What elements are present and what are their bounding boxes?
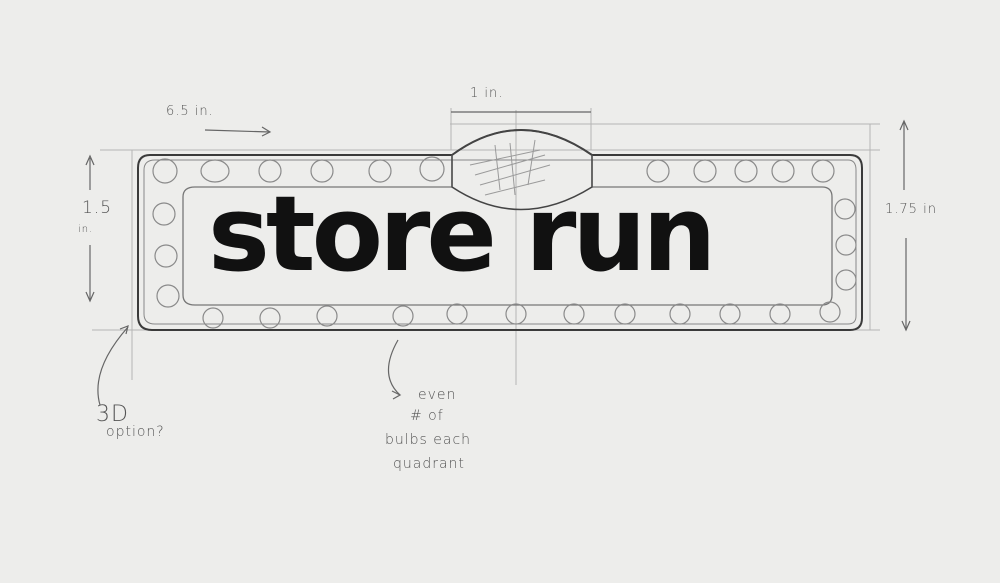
option-note-line2: option? [106,424,165,440]
bulbs-note-line2: # of [410,408,444,424]
sign-inner-panel [182,186,833,306]
sign-title: store run [208,173,716,295]
height-label-value: 1.5 [82,198,113,218]
width-label: 6.5 in. [166,104,214,119]
bulbs [152,156,857,329]
emblem-width-label: 1 in. [470,86,504,101]
bulbs-note-line4: quadrant [393,456,465,472]
bulbs-note-line1: even [418,387,457,403]
dimension-arrows [85,111,911,406]
emblem [451,129,593,211]
bulbs-note-line3: bulbs each [385,432,472,448]
option-note-line1: 3D [96,402,129,427]
height-label-unit: in. [78,224,94,235]
total-height-label: 1.75 in [885,202,937,217]
